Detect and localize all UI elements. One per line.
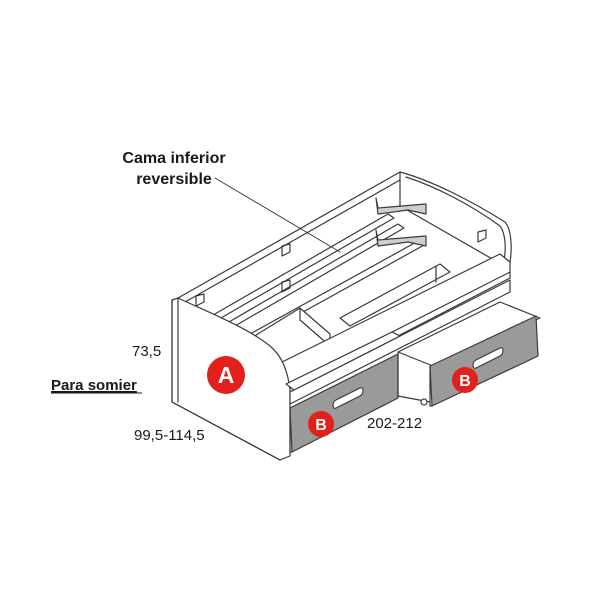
drawer-left-top <box>285 331 401 391</box>
drawer-right-handle <box>472 347 504 369</box>
clip-2 <box>281 279 291 293</box>
front-base <box>289 279 511 405</box>
length-dimension: 202-212 <box>367 415 422 432</box>
compartment-right <box>339 263 451 327</box>
callout-leader <box>214 177 341 253</box>
clip-3 <box>195 293 205 307</box>
drawer-right-wheel <box>420 398 428 406</box>
drawer-right-side <box>397 301 541 369</box>
mattress-label: Para somier <box>51 377 137 394</box>
clip-4 <box>477 229 487 243</box>
bracket-2 <box>375 229 427 247</box>
depth-dimension: 99,5-114,5 <box>134 427 205 444</box>
badge-B-right-letter: B <box>459 373 471 390</box>
drawer-left-handle <box>332 387 364 409</box>
badge-A: A <box>207 356 245 394</box>
callout-line1: Cama inferior <box>122 150 225 167</box>
badge-B-right: B <box>452 367 478 393</box>
bracket-1 <box>375 197 427 215</box>
badge-A-letter: A <box>218 362 235 388</box>
callout-line2: reversible <box>136 171 212 188</box>
clip-1 <box>281 243 291 257</box>
badge-B-left: B <box>308 411 334 437</box>
badge-B-left-letter: B <box>315 417 327 434</box>
back-rail <box>177 171 408 303</box>
height-dimension: 73,5 <box>132 343 161 360</box>
back-headboard <box>399 171 512 269</box>
